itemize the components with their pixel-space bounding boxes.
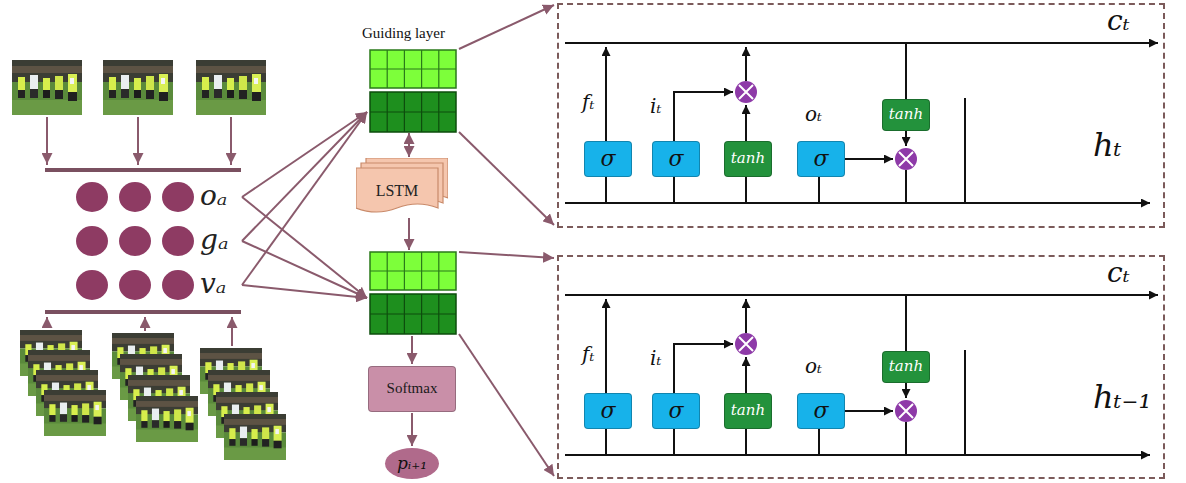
cell-symbol: hₜ	[1093, 127, 1122, 164]
feature-bar	[45, 310, 241, 314]
zoom-line	[459, 132, 554, 225]
feature-unit	[162, 226, 194, 256]
guiding-layer: Guiding layer	[370, 50, 456, 132]
flow-arrow	[411, 336, 413, 364]
feature-bar	[45, 168, 241, 172]
gate-symbol: σ	[600, 398, 615, 423]
feature-symbol: vₐ	[200, 268, 226, 300]
cell-symbol: cₜ	[1107, 5, 1130, 37]
lstm-cell-box: cₜ fₜ iₜ oₜ hₜ σ σ tanh σ tanh	[557, 3, 1165, 228]
video-frame	[12, 60, 82, 115]
clip-frame	[44, 390, 106, 436]
zoom-line	[459, 252, 554, 258]
clip-arrow	[231, 317, 233, 346]
feature-unit	[119, 182, 151, 212]
sigmoid-gate: σ	[652, 393, 700, 429]
flow-connector	[408, 133, 410, 157]
feature-unit	[119, 226, 151, 256]
gate-symbol: σ	[813, 146, 828, 171]
cell-symbol: hₜ₋₁	[1093, 379, 1151, 416]
frame-arrow	[47, 117, 231, 165]
lstm-cell-wiring	[565, 43, 1158, 203]
block-sheet	[356, 168, 438, 212]
guiding-grid	[370, 92, 456, 132]
grid-lines	[370, 50, 456, 88]
softmax-box: Softmax	[368, 366, 456, 412]
feature-link	[242, 285, 367, 298]
frame-arrow	[137, 118, 139, 164]
lstm-cell-box: cₜ fₜ iₜ oₜ hₜ₋₁ σ σ tanh σ tanh	[557, 255, 1165, 479]
gate-symbol: σ	[668, 146, 683, 171]
sigmoid-gate: σ	[652, 141, 700, 177]
feature-link	[242, 112, 367, 197]
grid-lines	[370, 294, 456, 334]
lstm-block: LSTM	[356, 158, 448, 216]
feature-symbol: gₐ	[200, 224, 228, 256]
clip-frame	[136, 396, 198, 442]
feature-unit	[76, 270, 108, 300]
frame-arrow	[46, 118, 48, 164]
tanh-unit: tanh	[724, 393, 772, 429]
tanh-unit: tanh	[882, 99, 930, 131]
gate-symbol: tanh	[731, 150, 765, 167]
output-grid	[370, 252, 456, 290]
cell-symbol: oₜ	[805, 355, 822, 378]
gate-symbol: σ	[813, 398, 828, 423]
gate-symbol: σ	[600, 146, 615, 171]
cell-symbol: oₜ	[805, 103, 822, 126]
sigmoid-gate: σ	[797, 393, 845, 429]
lstm-cell-wiring	[565, 295, 1158, 455]
grid-lines	[370, 92, 456, 132]
output-symbol: pᵢ₊₁	[397, 454, 427, 474]
flow-connector	[411, 413, 413, 446]
output-ellipse: pᵢ₊₁	[384, 447, 440, 480]
feature-unit	[162, 270, 194, 300]
feature-link	[242, 112, 367, 285]
gate-symbol: σ	[668, 398, 683, 423]
flow-connector	[408, 133, 410, 157]
sigmoid-gate: σ	[584, 393, 632, 429]
cell-symbol: iₜ	[650, 347, 661, 370]
tanh-unit: tanh	[882, 351, 930, 383]
feature-unit	[76, 226, 108, 256]
zoom-line	[459, 5, 554, 49]
flow-arrow	[408, 218, 410, 250]
ellipse-fill	[385, 448, 439, 479]
frame-arrow	[230, 118, 232, 164]
grid-lines	[370, 252, 456, 290]
clip-frame	[224, 414, 286, 460]
cell-symbol: iₜ	[650, 95, 661, 118]
tanh-unit: tanh	[724, 141, 772, 177]
output-grid	[370, 294, 456, 334]
feature-symbol: oₐ	[200, 180, 227, 212]
feature-link	[242, 112, 367, 241]
cell-symbol: cₜ	[1107, 257, 1130, 289]
gate-symbol: tanh	[889, 358, 923, 375]
sigmoid-gate: σ	[797, 141, 845, 177]
feature-link	[242, 241, 367, 298]
feature-unit	[119, 270, 151, 300]
feature-unit	[162, 182, 194, 212]
video-frame	[103, 60, 173, 115]
guiding-grid	[370, 50, 456, 88]
layer-title: Guiding layer	[362, 25, 445, 42]
feature-unit	[76, 182, 108, 212]
zoom-line	[459, 334, 554, 476]
clip-arrow	[144, 317, 146, 331]
block-label: LSTM	[376, 182, 419, 200]
video-frame	[196, 60, 266, 115]
clip-arrow	[46, 317, 48, 328]
gate-symbol: tanh	[731, 402, 765, 419]
gate-symbol: tanh	[889, 106, 923, 123]
block-label: Softmax	[387, 380, 438, 397]
feature-link	[242, 197, 367, 298]
cell-symbol: fₜ	[582, 343, 594, 366]
cell-symbol: fₜ	[582, 91, 594, 114]
sigmoid-gate: σ	[584, 141, 632, 177]
